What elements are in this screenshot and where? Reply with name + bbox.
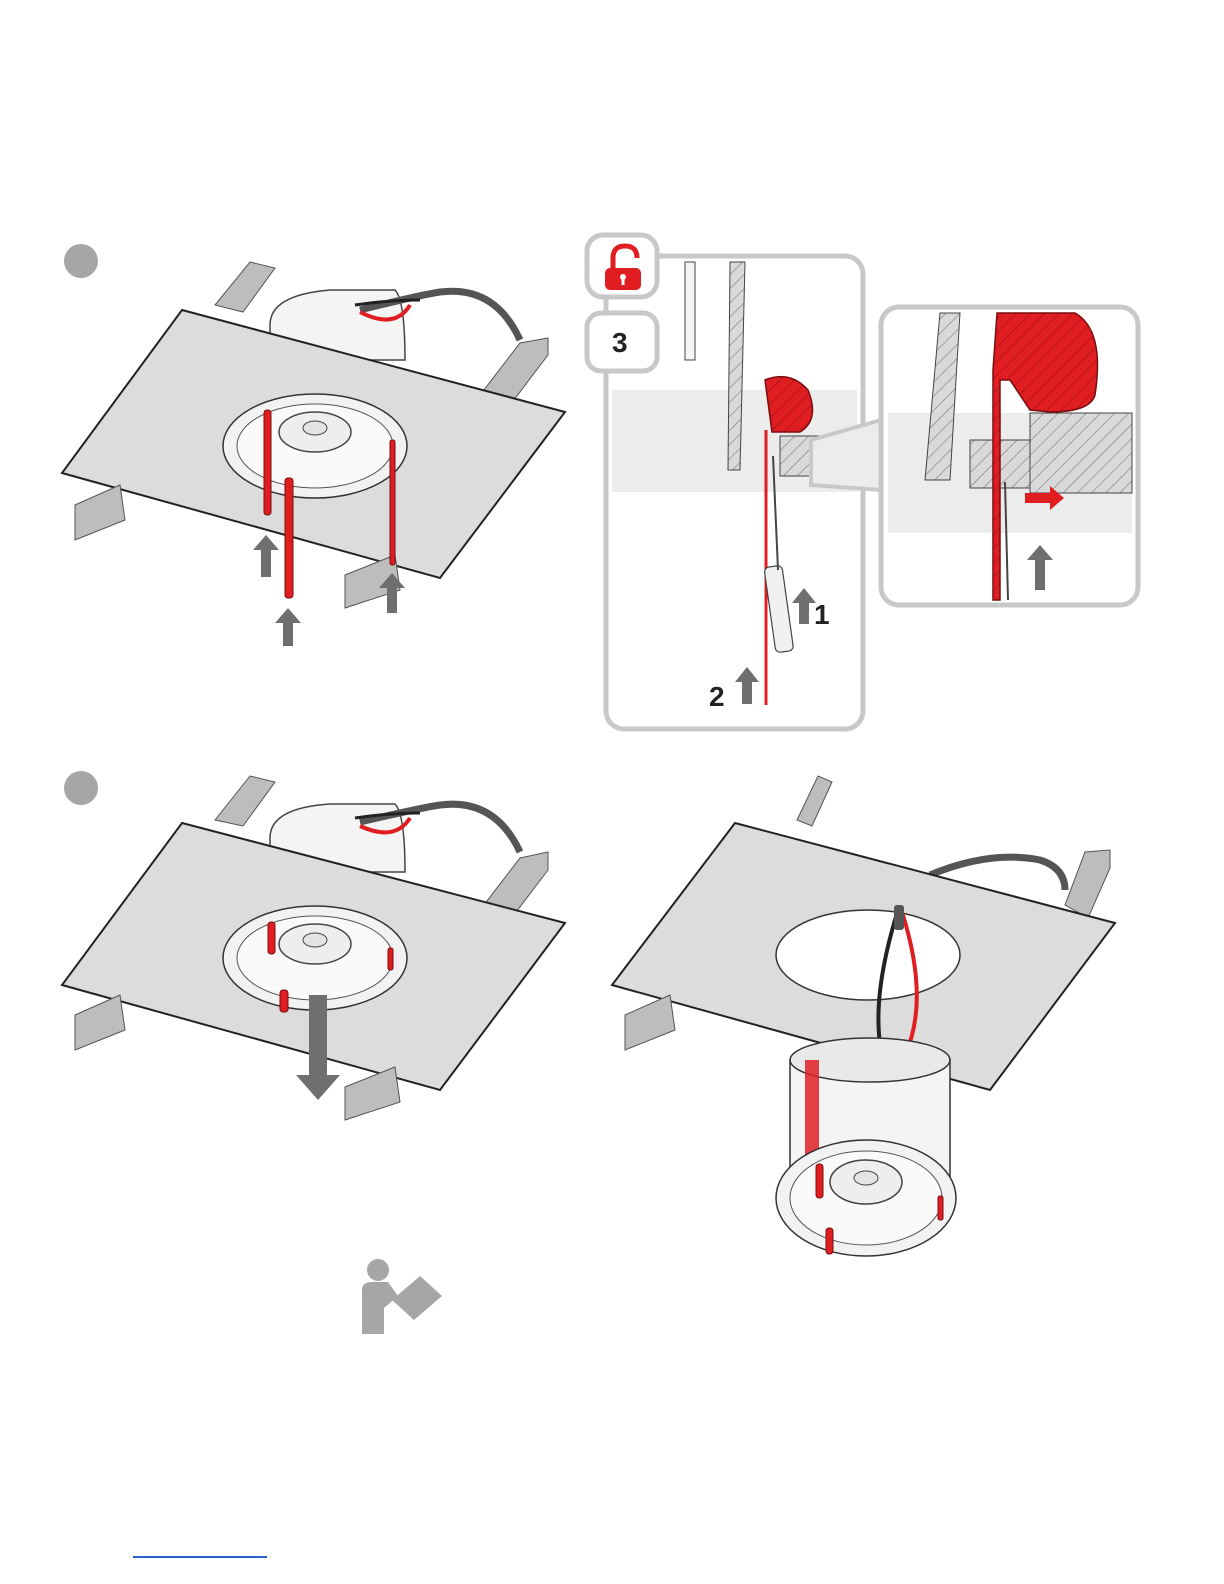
action-1-label: 1: [814, 599, 830, 630]
clamp-rod: [285, 478, 293, 598]
step-1-illustration: [62, 244, 565, 646]
step-3-number: 3: [612, 327, 628, 358]
step-2-dot: [64, 771, 98, 805]
clamp-rod: [264, 410, 271, 515]
step-2-illustration: [62, 771, 565, 1120]
clamp-rod: [268, 922, 275, 954]
speaker-trim: [223, 906, 407, 1010]
clamp-rod: [390, 440, 395, 565]
read-manual-icon: [362, 1259, 442, 1334]
clamp-rod: [388, 948, 393, 970]
ceiling-hole: [776, 910, 960, 1000]
clamp-rod: [280, 990, 288, 1012]
zoom-panel: [881, 307, 1138, 605]
step-2-removed-illustration: [612, 776, 1115, 1256]
action-2-label: 2: [709, 681, 725, 712]
speaker-can: [776, 1038, 956, 1256]
step-1-dot: [64, 244, 98, 278]
footer-rule: [133, 1556, 267, 1558]
speaker-trim: [223, 394, 407, 498]
